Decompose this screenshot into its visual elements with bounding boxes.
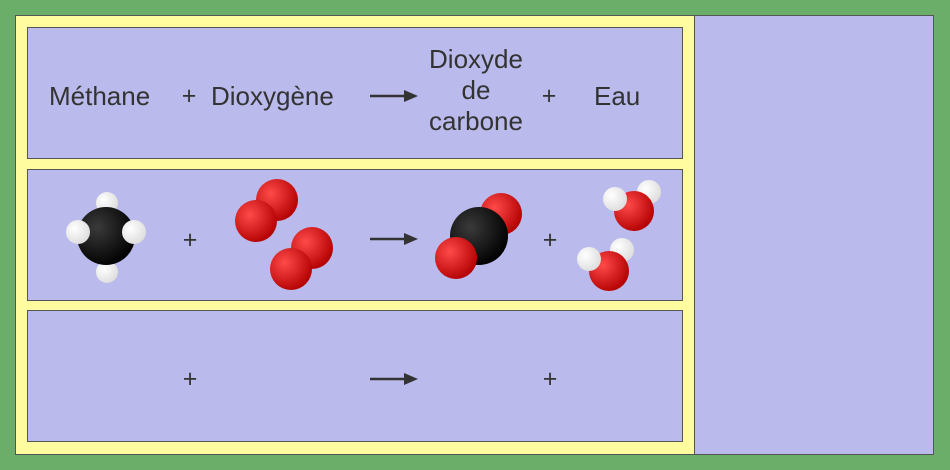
hydrogen-atom <box>122 220 146 244</box>
plus-sign-6: + <box>542 365 558 393</box>
plus-sign-5: + <box>182 365 198 393</box>
dioxygen-molecule-2[interactable] <box>270 227 333 290</box>
plus-sign-2: + <box>541 82 557 110</box>
hydrogen-atom <box>603 187 627 211</box>
oxygen-atom <box>435 237 477 279</box>
label-dioxygen: Dioxygène <box>211 81 334 111</box>
label-carbon-dioxide-line-2: de <box>461 75 491 105</box>
water-molecule-1[interactable] <box>603 180 661 231</box>
label-methane: Méthane <box>49 81 151 111</box>
reaction-arrow <box>370 373 418 385</box>
reaction-arrow <box>370 233 418 245</box>
oxygen-atom <box>270 248 312 290</box>
molecule-layer: + + <box>66 179 661 291</box>
oxygen-atom <box>235 200 277 242</box>
plus-sign-1: + <box>181 82 197 110</box>
carbon-dioxide-molecule[interactable] <box>435 193 522 279</box>
plus-sign-3: + <box>183 226 198 254</box>
carbon-atom <box>77 207 135 265</box>
dioxygen-molecule-1[interactable] <box>235 179 298 242</box>
label-carbon-dioxide: Dioxyde de carbone <box>416 44 536 137</box>
water-molecule-2[interactable] <box>577 238 634 291</box>
hydrogen-atom <box>96 261 118 283</box>
reaction-arrow <box>370 90 418 102</box>
label-water: Eau <box>594 81 641 111</box>
row-answer-slots[interactable]: + + <box>27 310 683 442</box>
row-word-equation: Méthane + Dioxygène Dioxyde de carbone +… <box>27 27 683 159</box>
row-molecules[interactable]: + + <box>27 169 683 301</box>
methane-molecule[interactable] <box>66 192 146 283</box>
reaction-workspace: Méthane + Dioxygène Dioxyde de carbone +… <box>15 15 695 455</box>
hydrogen-atom <box>577 247 601 271</box>
label-carbon-dioxide-line-3: carbone <box>429 106 523 136</box>
plus-sign-4: + <box>543 226 558 254</box>
label-carbon-dioxide-line-1: Dioxyde <box>429 44 523 74</box>
molecule-palette-panel[interactable] <box>694 15 934 455</box>
hydrogen-atom <box>66 220 90 244</box>
